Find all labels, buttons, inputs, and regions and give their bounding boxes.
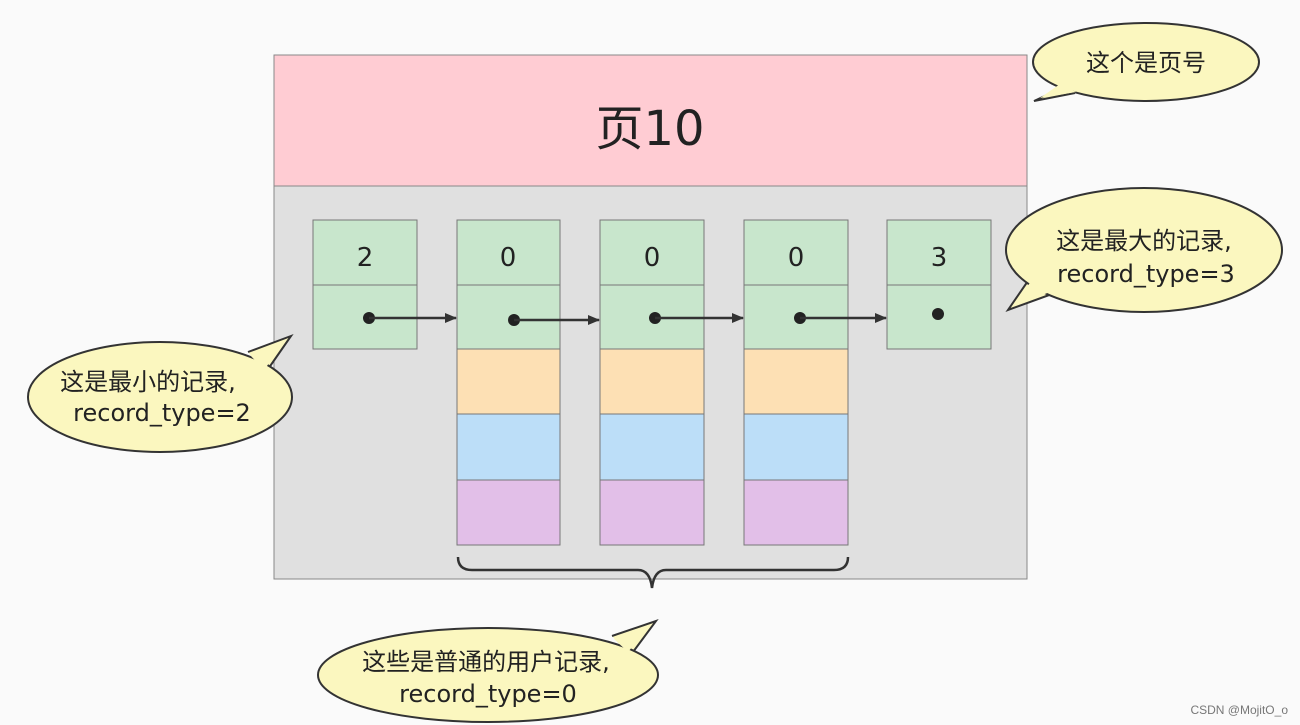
user-record-2-field-orange xyxy=(599,348,705,415)
user-record-2-field-blue xyxy=(599,413,705,481)
user-record-3-field-orange xyxy=(743,348,849,415)
user-record-3-type-cell xyxy=(743,219,849,286)
callout-user-records-line2: record_type=0 xyxy=(399,680,577,708)
user-record-2: 0 xyxy=(599,219,705,546)
next-record-pointers xyxy=(363,308,944,326)
user-record-1-type-value: 0 xyxy=(500,243,517,273)
user-record-1-next-cell xyxy=(456,284,561,350)
callout-user-records: 这些是普通的用户记录, record_type=0 xyxy=(317,619,659,723)
user-record-1-type-cell xyxy=(456,219,561,286)
callout-max-record-line2: record_type=3 xyxy=(1057,260,1235,288)
callout-min-record-line2: record_type=2 xyxy=(73,399,251,427)
record-min-type-value: 2 xyxy=(357,243,374,273)
user-record-3-field-blue xyxy=(743,413,849,481)
callout-min-record-bubble xyxy=(27,341,293,453)
callout-page-number: 这个是页号 xyxy=(1032,22,1260,102)
user-record-2-field-purple xyxy=(599,479,705,546)
record-min: 2 xyxy=(312,219,418,350)
user-record-1-field-purple xyxy=(456,479,561,546)
callout-max-record-bubble xyxy=(1005,187,1283,313)
page-title: 页10 xyxy=(595,101,704,157)
callout-user-records-bubble xyxy=(317,627,659,723)
callout-page-number-text: 这个是页号 xyxy=(1086,49,1206,77)
record-max: 3 xyxy=(886,219,992,350)
user-record-1-field-blue xyxy=(456,413,561,481)
page-header xyxy=(273,54,1028,187)
callout-max-record: 这是最大的记录, record_type=3 xyxy=(1005,187,1283,313)
record-max-type-value: 3 xyxy=(931,243,948,273)
record-max-type-cell xyxy=(886,219,992,286)
watermark-text: CSDN @MojitO_o xyxy=(1190,703,1288,717)
record-min-type-cell xyxy=(312,219,418,286)
user-record-1: 0 xyxy=(456,219,561,546)
user-record-2-type-cell xyxy=(599,219,705,286)
callout-min-record: 这是最小的记录, record_type=2 xyxy=(27,333,294,453)
pointer-dot-5 xyxy=(932,308,944,320)
user-record-3: 0 xyxy=(743,219,849,546)
user-records-brace xyxy=(456,556,850,589)
user-record-1-field-orange xyxy=(456,348,561,415)
user-record-2-type-value: 0 xyxy=(644,243,661,273)
user-record-3-type-value: 0 xyxy=(788,243,805,273)
callout-min-record-line1: 这是最小的记录, xyxy=(60,368,236,396)
callout-max-record-line1: 这是最大的记录, xyxy=(1056,227,1232,255)
user-record-3-field-purple xyxy=(743,479,849,546)
callout-user-records-line1: 这些是普通的用户记录, xyxy=(362,648,610,676)
callout-page-number-bubble xyxy=(1032,22,1260,102)
